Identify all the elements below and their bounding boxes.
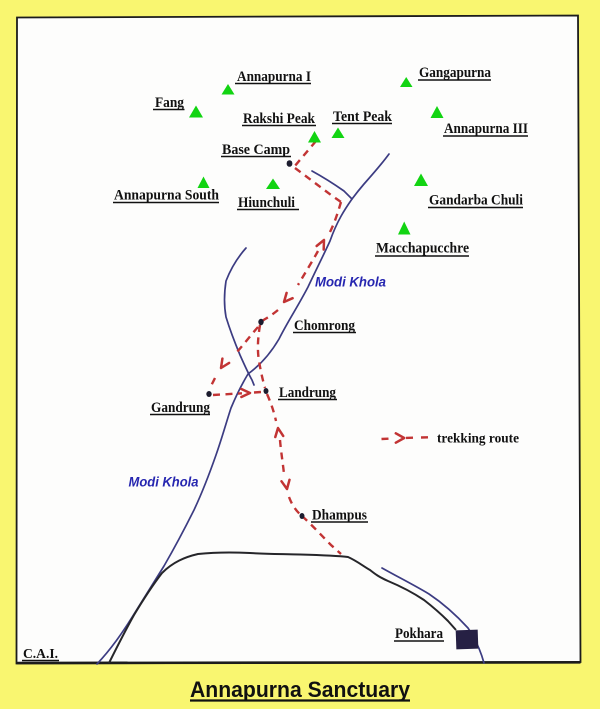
svg-text:Base Camp: Base Camp (222, 142, 290, 158)
svg-text:C.A.I.: C.A.I. (23, 646, 58, 661)
svg-text:Gangapurna: Gangapurna (419, 65, 491, 81)
svg-text:Pokhara: Pokhara (395, 626, 443, 642)
svg-text:Dhampus: Dhampus (312, 508, 367, 524)
svg-text:Macchapucchre: Macchapucchre (376, 241, 469, 257)
svg-text:Tent Peak: Tent Peak (333, 109, 393, 125)
svg-text:Modi Khola: Modi Khola (129, 474, 199, 490)
svg-text:Annapurna Sanctuary: Annapurna Sanctuary (190, 677, 411, 702)
svg-text:Hiunchuli: Hiunchuli (238, 195, 295, 211)
svg-text:trekking route: trekking route (437, 432, 519, 447)
svg-text:Chomrong: Chomrong (294, 318, 355, 334)
svg-text:Gandrung: Gandrung (151, 400, 210, 416)
svg-text:Rakshi Peak: Rakshi Peak (243, 111, 316, 127)
svg-text:Annapurna III: Annapurna III (444, 121, 528, 137)
svg-text:Landrung: Landrung (279, 385, 336, 401)
svg-text:Modi Khola: Modi Khola (315, 274, 386, 290)
svg-text:Fang: Fang (155, 95, 184, 111)
svg-text:Annapurna South: Annapurna South (114, 188, 220, 204)
svg-text:Gandarba Chuli: Gandarba Chuli (429, 193, 523, 209)
svg-text:Annapurna I: Annapurna I (237, 69, 311, 85)
